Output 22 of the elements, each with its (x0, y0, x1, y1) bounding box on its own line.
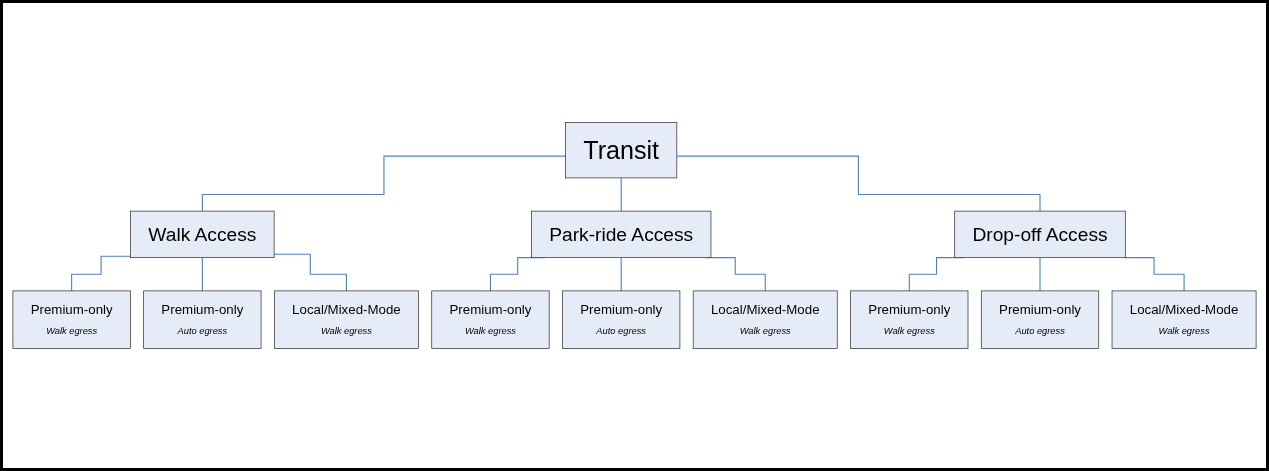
node-box: Park-ride Access (531, 210, 712, 258)
connector (620, 257, 622, 292)
node-box: Drop-off Access (954, 210, 1126, 258)
node-box: Walk Access (130, 210, 275, 258)
node-box: Local/Mixed-Mode Walk egress (1111, 290, 1257, 349)
connector (201, 155, 567, 212)
node-box: Premium-only Auto egress (980, 290, 1100, 349)
connector (620, 177, 622, 212)
connector (273, 253, 347, 292)
node-box: Premium-only Auto egress (143, 290, 262, 349)
node-box: Premium-only Walk egress (12, 290, 131, 349)
node-box: Local/Mixed-Mode Walk egress (692, 290, 838, 349)
connector (676, 155, 1041, 212)
connector (71, 255, 132, 292)
node-box: Transit (565, 122, 678, 179)
node-box: Premium-only Walk egress (431, 290, 550, 349)
node-box: Premium-only Walk egress (850, 290, 969, 349)
connector (201, 257, 203, 292)
connector (1123, 257, 1185, 292)
connector (1039, 257, 1041, 292)
node-box: Premium-only Auto egress (562, 290, 681, 349)
node-box: Local/Mixed-Mode Walk egress (274, 290, 419, 349)
